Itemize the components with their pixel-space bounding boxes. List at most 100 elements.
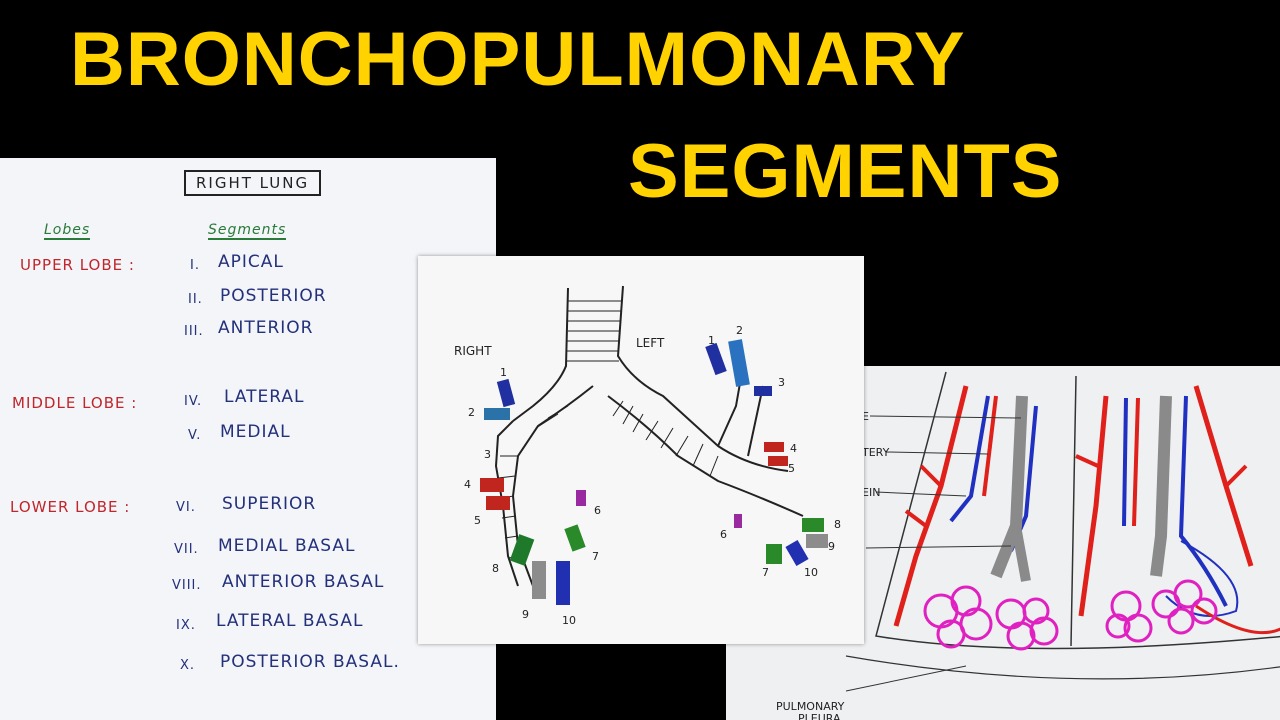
segment-name: LATERAL: [224, 387, 305, 407]
vein: [949, 395, 990, 523]
segment-number-label: 2: [468, 406, 475, 419]
artery: [1195, 604, 1280, 635]
segment-bronchus-1: [496, 378, 516, 408]
artery: [919, 464, 943, 488]
segment-bronchus-5: [768, 456, 788, 466]
segment-bronchus-4: [480, 478, 504, 492]
segment-number-label: 6: [720, 528, 727, 541]
segment-number: IV.: [184, 394, 203, 409]
segment-number-label: 8: [834, 518, 841, 531]
segment-number-label: 1: [500, 366, 507, 379]
segment-number-label: 1: [708, 334, 715, 347]
segment-number-label: 4: [790, 442, 797, 455]
segment-bronchus-1: [705, 342, 727, 376]
segment-number-label: 3: [484, 448, 491, 461]
title-line-1: BRONCHOPULMONARY: [70, 17, 966, 102]
segment-number: III.: [184, 324, 204, 339]
segment-number-label: 10: [804, 566, 818, 579]
segment-number: VII.: [174, 542, 199, 557]
left-bronchus: [607, 395, 804, 517]
segment-number-label: 6: [594, 504, 601, 517]
artery: [1132, 397, 1140, 527]
lower-lobe-label: LOWER LOBE :: [10, 498, 131, 516]
leader-line: [845, 665, 967, 692]
middle-lobe-label: MIDDLE LOBE :: [12, 394, 138, 412]
artery: [982, 395, 998, 497]
segment-number-label: 3: [778, 376, 785, 389]
left-bronchus: [747, 385, 764, 457]
segment-bronchus-10: [556, 561, 570, 605]
artery: [1078, 395, 1109, 617]
alveolus-cluster: [923, 579, 1218, 651]
leader-line: [875, 491, 967, 497]
bronchiole: [1011, 525, 1031, 582]
vein: [1178, 395, 1228, 607]
bronchi-right-label: RIGHT: [454, 344, 492, 358]
segment-bronchus-6: [576, 490, 586, 506]
segment-bronchus-9: [532, 561, 546, 599]
segment-number-label: 7: [592, 550, 599, 563]
bronchus-rings: [497, 400, 719, 559]
alveoli-label: E: [862, 410, 869, 423]
bronchial-tree-drawing: [480, 285, 828, 605]
segment-number-label: 7: [762, 566, 769, 579]
segment-bronchus-3: [754, 386, 772, 396]
segment-number: IX.: [176, 618, 196, 633]
artery: [1075, 454, 1099, 468]
column-header-lobes: Lobes: [44, 222, 91, 240]
title-line-2: SEGMENTS: [628, 129, 1063, 214]
segment-bronchus-7: [564, 524, 586, 552]
segment-number-label: 9: [828, 540, 835, 553]
segment-name: MEDIAL: [220, 422, 291, 442]
artery: [893, 385, 969, 627]
segment-name: ANTERIOR BASAL: [222, 572, 385, 592]
segment-bronchus-9: [806, 534, 828, 548]
lobule-outline: [875, 371, 1280, 650]
bronchial-tree-sheet: RIGHT LEFT 1 2 3 4 5 6 7 8 9 10 1 2 3 4 …: [418, 256, 864, 644]
segment-name: MEDIAL BASAL: [218, 536, 356, 556]
segment-name: APICAL: [218, 252, 284, 272]
segment-number-label: 8: [492, 562, 499, 575]
segment-bronchus-5: [486, 496, 510, 510]
leader-line: [865, 545, 1012, 549]
segment-number: X.: [180, 658, 196, 673]
artery: [904, 509, 928, 528]
pleura-label: PULMONARY: [776, 700, 845, 713]
segment-number: II.: [188, 292, 203, 307]
column-header-segments: Segments: [208, 222, 287, 240]
segment-number-label: 10: [562, 614, 576, 627]
artery: [1224, 464, 1248, 488]
segment-bronchus-4: [764, 442, 784, 452]
segment-number: I.: [190, 258, 200, 273]
segment-bronchus-2: [728, 339, 750, 387]
segment-bronchus-8: [509, 534, 535, 566]
segment-number-label: 5: [474, 514, 481, 527]
segment-bronchus-6: [734, 514, 742, 528]
lobule-outline: [1070, 375, 1077, 647]
right-bronchus: [511, 385, 594, 587]
pleura-label: PLEURA: [798, 712, 841, 720]
leader-line: [869, 415, 1022, 419]
bronchiole: [1150, 395, 1172, 577]
cartilage-rings: [567, 300, 622, 362]
segment-number-label: 5: [788, 462, 795, 475]
segment-name: LATERAL BASAL: [216, 611, 364, 631]
upper-lobe-label: UPPER LOBE :: [20, 256, 135, 274]
segment-name: SUPERIOR: [222, 494, 317, 514]
segment-bronchus-8: [802, 518, 824, 532]
leader-line: [885, 451, 989, 455]
segment-bronchus-10: [785, 539, 809, 567]
trachea-wall: [512, 287, 569, 422]
segment-number: V.: [188, 428, 202, 443]
segment-number-label: 4: [464, 478, 471, 491]
alveoli-label: TERY: [862, 446, 890, 459]
segment-name: ANTERIOR: [218, 318, 314, 338]
trachea-wall: [616, 285, 789, 472]
notes-sheet: RIGHT LUNG Lobes Segments UPPER LOBE : M…: [0, 158, 496, 720]
alveoli-drawing: [845, 371, 1280, 692]
segment-number: VIII.: [172, 578, 202, 593]
alveoli-label: EIN: [862, 486, 881, 499]
notes-heading: RIGHT LUNG: [184, 170, 322, 196]
bronchi-left-label: LEFT: [636, 336, 665, 350]
artery: [1193, 385, 1254, 567]
